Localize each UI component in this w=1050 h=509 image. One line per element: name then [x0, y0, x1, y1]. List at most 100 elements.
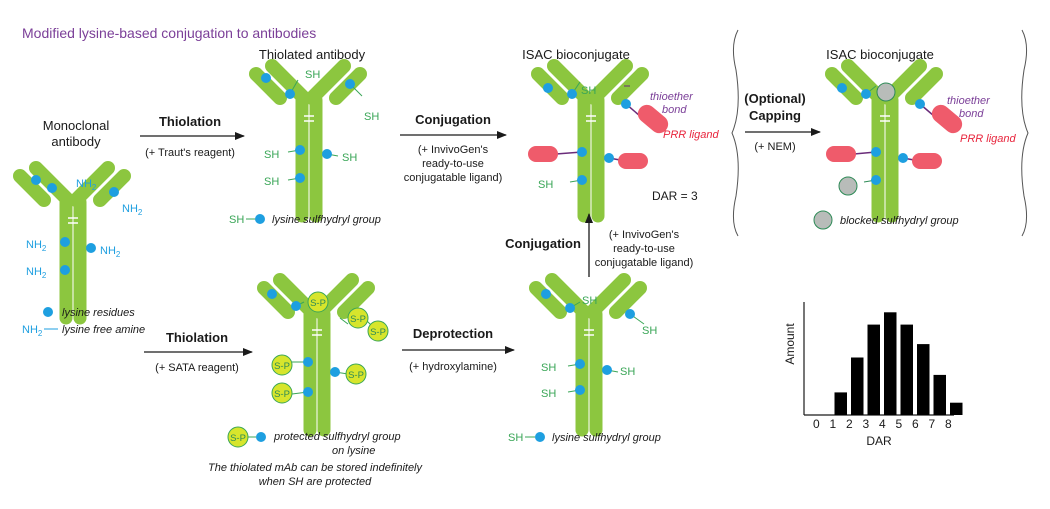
step-thiolation-sata-sub: (+ SATA reagent)	[155, 362, 239, 374]
thioether-label-2: bond	[662, 104, 687, 116]
monoclonal-label-1: Monoclonal	[43, 118, 110, 133]
prr-ligand	[637, 104, 669, 134]
dar-bar	[917, 344, 930, 415]
step-thiolation-sata-title: Thiolation	[166, 330, 228, 345]
lysine-residue	[60, 237, 70, 247]
step-conjugation-up-sub-1: (+ InvivoGen's	[609, 229, 680, 241]
sp-legend-label: S-P	[230, 433, 246, 444]
prr-ligand	[826, 146, 856, 162]
lysine-free-amine-legend: lysine free amine	[62, 324, 145, 336]
isac-bioconjugate	[528, 66, 669, 216]
step-capping-title-1: (Optional)	[744, 91, 805, 106]
storage-note-1: The thiolated mAb can be stored indefini…	[208, 462, 424, 474]
thiolated-title: Thiolated antibody	[259, 47, 366, 62]
prr-ligand-label: PRR ligand	[960, 133, 1017, 145]
blocked-sulfhydryl-legend: blocked sulfhydryl group	[840, 215, 959, 227]
dar-bar	[867, 324, 880, 415]
isac-title: ISAC bioconjugate	[522, 47, 630, 62]
y-axis-label: Amount	[783, 323, 797, 365]
monoclonal-antibody	[20, 168, 124, 318]
sh-label: SH	[582, 295, 597, 307]
protected-legend-2: on lysine	[332, 445, 375, 457]
step-conjugation-up-title: Conjugation	[505, 236, 581, 251]
sh-label: SH	[620, 366, 635, 378]
nh2-label: NH2	[76, 178, 97, 192]
blocked-sulfhydryl	[838, 176, 858, 196]
sh-label: SH	[364, 111, 379, 123]
sh-label: SH	[538, 179, 553, 191]
thioether-label-1: thioether	[650, 91, 694, 103]
step-conjugation-sub-2: ready-to-use	[422, 158, 484, 170]
dar-bar	[851, 357, 864, 415]
lysine-sulfhydryl-icon	[255, 214, 265, 224]
isac-capped-bioconjugate	[826, 66, 963, 216]
sp-label: S-P	[274, 389, 290, 400]
sp-label: S-P	[350, 314, 366, 325]
sp-label: S-P	[310, 298, 326, 309]
dar-tick-label: 5	[895, 417, 902, 431]
prr-ligand-label: PRR ligand	[663, 129, 720, 141]
dar-bar	[884, 312, 897, 415]
step-conjugation-sub-1: (+ InvivoGen's	[418, 144, 489, 156]
lysine-residue	[86, 243, 96, 253]
prr-ligand	[528, 146, 558, 162]
step-thiolation-sub: (+ Traut's reagent)	[145, 147, 235, 159]
step-capping-sub: (+ NEM)	[754, 141, 795, 153]
sp-label: S-P	[274, 361, 290, 372]
deprotected-legend: lysine sulfhydryl group	[552, 432, 661, 444]
protected-legend-1: protected sulfhydryl group	[273, 431, 401, 443]
page-title: Modified lysine-based conjugation to ant…	[22, 25, 316, 41]
thioether-label-2: bond	[959, 108, 984, 120]
lysine-residue	[47, 183, 57, 193]
sh-label: SH	[264, 176, 279, 188]
sh-legend-icon: SH	[229, 214, 244, 226]
prr-ligand	[931, 104, 963, 134]
lysine-residue	[31, 175, 41, 185]
step-conjugation-up-sub-3: conjugatable ligand)	[595, 257, 693, 269]
nh2-legend-icon: NH2	[22, 324, 43, 338]
dar-tick-label: 7	[928, 417, 935, 431]
thioether-label-1: thioether	[947, 95, 991, 107]
bracket-left	[731, 29, 739, 237]
dar-bar	[900, 324, 913, 415]
dar-tick-label: 6	[912, 417, 919, 431]
x-axis-label: DAR	[866, 434, 892, 448]
sh-label: SH	[581, 85, 596, 97]
blocked-sulfhydryl-icon	[813, 210, 833, 230]
thiolated-antibody	[256, 66, 362, 216]
sh-label: SH	[541, 388, 556, 400]
thiolated-legend: lysine sulfhydryl group	[272, 214, 381, 226]
lysine-residue-legend-icon	[43, 307, 53, 317]
step-conjugation-title: Conjugation	[415, 112, 491, 127]
dar-value: DAR = 3	[652, 189, 698, 203]
step-conjugation-up-sub-2: ready-to-use	[613, 243, 675, 255]
sh-label: SH	[342, 152, 357, 164]
nh2-label: NH2	[26, 239, 47, 253]
storage-note-2: when SH are protected	[259, 476, 372, 488]
prr-ligand	[912, 153, 942, 169]
sh-label: SH	[305, 69, 320, 81]
lysine-residue	[60, 265, 70, 275]
dar-tick-label: 1	[829, 417, 836, 431]
nh2-label: NH2	[122, 203, 143, 217]
sh-label: SH	[541, 362, 556, 374]
sp-label: S-P	[370, 327, 386, 338]
step-deprotection-sub: (+ hydroxylamine)	[409, 361, 497, 373]
blocked-sulfhydryl	[876, 82, 896, 102]
isac-capped-title: ISAC bioconjugate	[826, 47, 934, 62]
step-thiolation-title: Thiolation	[159, 114, 221, 129]
dar-tick-label: 3	[862, 417, 869, 431]
sh-label: SH	[642, 325, 657, 337]
sp-label: S-P	[348, 370, 364, 381]
sh-legend-icon: SH	[508, 432, 523, 444]
dar-tick-label: 2	[846, 417, 853, 431]
nh2-label: NH2	[26, 266, 47, 280]
dar-tick-label: 8	[945, 417, 952, 431]
nh2-label: NH2	[100, 245, 121, 259]
lysine-sulfhydryl-icon	[535, 432, 545, 442]
bracket-right	[1021, 29, 1029, 237]
step-conjugation-sub-3: conjugatable ligand)	[404, 172, 502, 184]
monoclonal-label-2: antibody	[51, 134, 101, 149]
